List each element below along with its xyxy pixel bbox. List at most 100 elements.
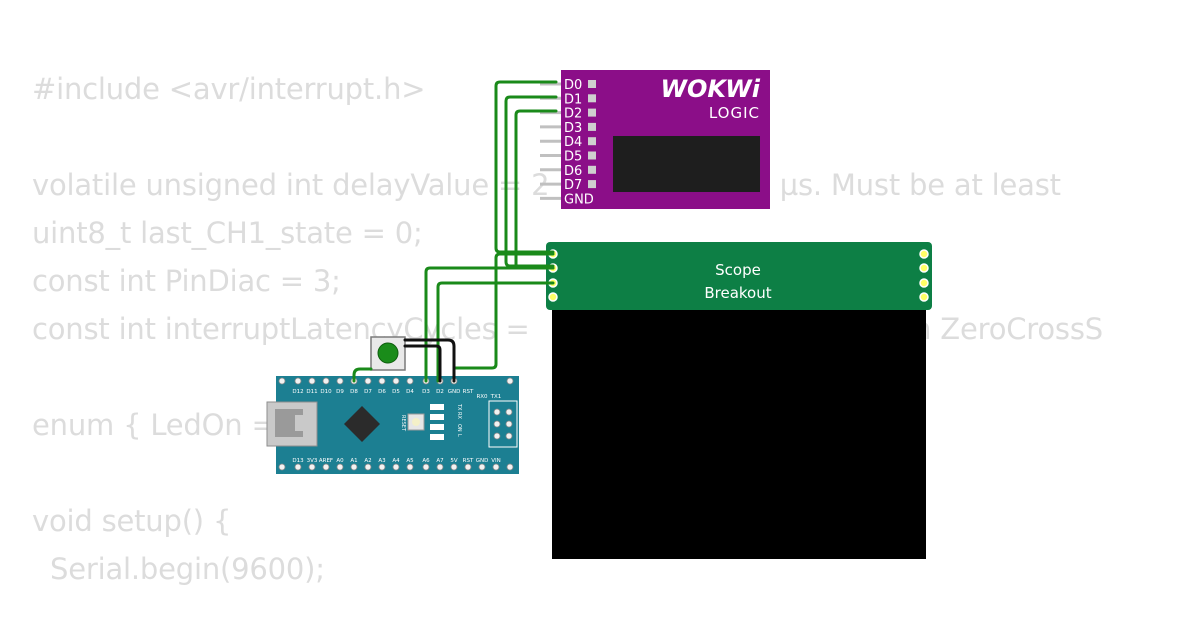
nano-pin-top[interactable] (278, 377, 286, 385)
nano-pin-label: VIN (491, 458, 501, 464)
nano-pin-top[interactable] (392, 377, 400, 385)
scope-pin-right[interactable] (919, 263, 929, 273)
nano-pin-label: D3 (422, 389, 430, 395)
nano-pin-bottom[interactable] (422, 463, 430, 471)
nano-pin-bottom[interactable] (392, 463, 400, 471)
wire-button-d2[interactable] (403, 344, 442, 383)
chip-icon (344, 406, 380, 442)
reset-label: RESET (400, 415, 406, 432)
wire-d1[interactable] (504, 95, 558, 268)
nano-pin-top[interactable] (364, 377, 372, 385)
nano-pin-top[interactable] (506, 377, 514, 385)
code-line: #include <avr/interrupt.h> (32, 72, 426, 106)
nano-pin-label: AREF (319, 458, 333, 464)
code-line: void setup() { (32, 504, 232, 538)
la-pin-pad (588, 80, 596, 88)
icsp-pin (493, 408, 501, 416)
icsp-pins (493, 408, 513, 440)
la-pin-pad (588, 165, 596, 174)
nano-pin-bottom[interactable] (506, 463, 514, 471)
code-line: uint8_t last_CH1_state = 0; (32, 216, 423, 250)
nano-pin-label: A4 (392, 458, 400, 464)
pushbutton-cap[interactable] (377, 342, 399, 364)
nano-pin-bottom[interactable] (308, 463, 316, 471)
svg-text:TX: TX (456, 403, 462, 411)
nano-pin-label: D2 (436, 389, 444, 395)
nano-pin-top[interactable] (294, 377, 302, 385)
svg-text:ON: ON (456, 424, 462, 432)
la-pin-label: D3 (564, 121, 582, 136)
icsp-pin (493, 432, 501, 440)
scope-sublabel: Breakout (704, 284, 771, 302)
nano-pin-bottom[interactable] (278, 463, 286, 471)
nano-pin-label: D10 (320, 389, 332, 395)
la-pin-pad (588, 122, 596, 131)
scope-pin-left[interactable] (548, 292, 558, 302)
nano-pin-label: D5 (392, 389, 400, 395)
icsp-pin (505, 432, 513, 440)
nano-pin-label: D11 (306, 389, 317, 395)
la-pin-label: GND (564, 192, 594, 207)
code-line: Serial.begin(9600); (32, 552, 325, 586)
nano-pin-label: D4 (406, 389, 414, 395)
nano-pin-bottom[interactable] (406, 463, 414, 471)
scope-pin-right[interactable] (919, 249, 929, 259)
wire-button-gnd[interactable] (403, 338, 456, 383)
nano-pin-bottom[interactable] (478, 463, 486, 471)
nano-pin-top[interactable] (322, 377, 330, 385)
nano-pin-bottom[interactable] (336, 463, 344, 471)
nano-pin-label: A7 (436, 458, 444, 464)
svg-text:L: L (456, 434, 462, 437)
wire-gnd[interactable] (452, 252, 555, 383)
nano-pin-bottom[interactable] (378, 463, 386, 471)
usb-icon (275, 409, 303, 437)
reset-button-cap[interactable] (412, 418, 420, 426)
nano-pin-bottom[interactable] (364, 463, 372, 471)
pushbutton[interactable] (370, 336, 406, 371)
nano-pin-bottom[interactable] (450, 463, 458, 471)
nano-pin-top[interactable] (378, 377, 386, 385)
wire-d0[interactable] (494, 80, 558, 254)
scope-board[interactable] (546, 242, 932, 310)
nano-pin-top[interactable] (336, 377, 344, 385)
nano-pin-label: 5V (450, 458, 457, 464)
nano-pin-label: D9 (336, 389, 344, 395)
nano-pin-bottom[interactable] (350, 463, 358, 471)
nano-pin-label: RX0 (476, 394, 488, 400)
la-pin-label: D1 (564, 92, 582, 107)
scope-pin-right[interactable] (919, 292, 929, 302)
nano-pin-top[interactable] (406, 377, 414, 385)
nano-pin-bottom[interactable] (464, 463, 472, 471)
wire-d3[interactable] (424, 266, 555, 383)
scope-pin-right[interactable] (919, 278, 929, 288)
nano-pin-label: D7 (364, 389, 372, 395)
wokwi-logo: WOKWi (660, 75, 760, 103)
wire-d2-scope[interactable] (436, 281, 555, 383)
nano-leds (430, 404, 444, 440)
wire-d8[interactable] (352, 367, 373, 383)
la-pin-pad (588, 94, 596, 103)
la-pin-label: D4 (564, 135, 582, 150)
nano-pin-top[interactable] (308, 377, 316, 385)
icsp-pin (505, 408, 513, 416)
nano-led-labels: TX RX ON L (456, 403, 462, 437)
icsp-pin (493, 420, 501, 428)
la-pin-pad (588, 151, 596, 160)
icsp-pin (505, 420, 513, 428)
nano-pin-label: A2 (364, 458, 371, 464)
nano-pin-bottom[interactable] (492, 463, 500, 471)
svg-text:RX: RX (456, 412, 462, 419)
wires (352, 80, 558, 383)
nano-pin-label: RST (463, 458, 474, 464)
scope-breakout[interactable]: Scope Breakout (546, 242, 932, 559)
nano-pin-label: RST (463, 389, 474, 395)
nano-pin-bottom[interactable] (436, 463, 444, 471)
nano-pin-label: A5 (406, 458, 414, 464)
nano-pin-bottom[interactable] (294, 463, 302, 471)
scope-label: Scope (715, 261, 761, 279)
nano-pin-bottom[interactable] (322, 463, 330, 471)
